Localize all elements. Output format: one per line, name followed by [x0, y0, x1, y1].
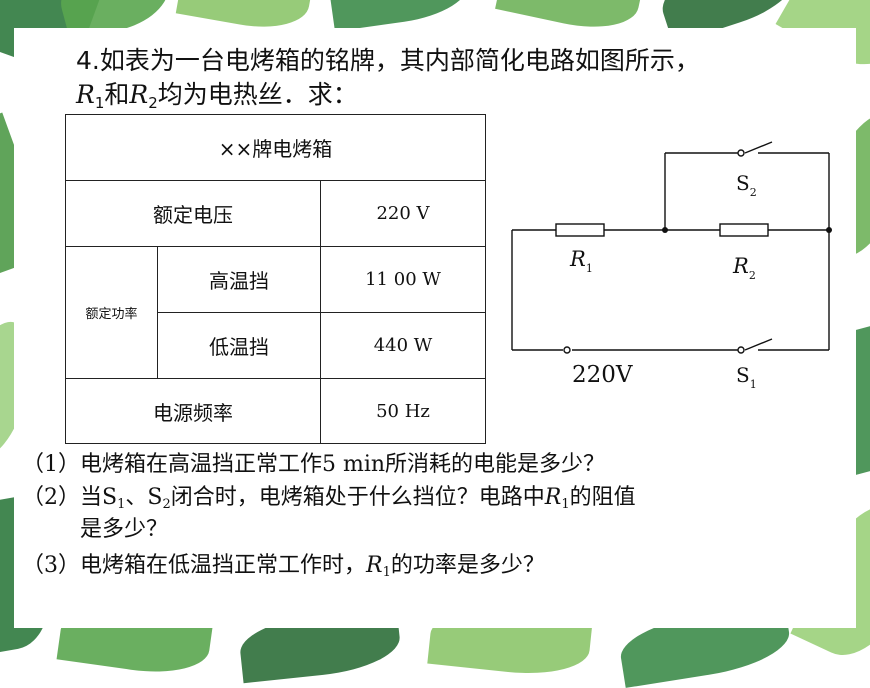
switch-s1-blade	[744, 338, 773, 351]
r1-label: R1	[569, 247, 593, 275]
high-gear-label: 高温挡	[157, 246, 321, 313]
frequency-value: 50 Hz	[320, 378, 486, 444]
low-gear-label: 低温挡	[157, 312, 321, 379]
question-3: （3）电烤箱在低温挡正常工作时，R1的功率是多少？	[22, 551, 545, 588]
low-gear-value: 440 W	[320, 312, 486, 379]
q3-r-symbol: R	[366, 553, 383, 578]
high-gear-value: 11 00 W	[320, 246, 486, 313]
junction-dot	[662, 227, 668, 233]
title-line-1: 4.如表为一台电烤箱的铭牌，其内部简化电路如图所示，	[76, 46, 700, 75]
r2-label: R2	[732, 254, 756, 282]
q2-text-d: 的阻值	[569, 485, 636, 510]
title-tail: 均为电热丝．求：	[157, 80, 358, 109]
q3-r-sub: 1	[382, 565, 391, 580]
r2-subscript: 2	[148, 94, 158, 112]
q2-sub-2: 2	[162, 497, 171, 512]
q3-text-a: （3）电烤箱在低温挡正常工作时，	[22, 553, 366, 578]
s2-label: S2	[736, 171, 757, 199]
q2-sub-1: 1	[117, 497, 126, 512]
rated-power-label: 额定功率	[65, 246, 158, 379]
q2-r-sub: 1	[561, 497, 570, 512]
question-2-line-2: 是多少？	[80, 517, 169, 542]
question-2: （2）当S1、S2闭合时，电烤箱处于什么挡位？电路中R1的阻值	[22, 483, 636, 520]
switch-s2-contact	[737, 149, 745, 157]
resistor-r2	[719, 223, 769, 237]
source-terminal	[563, 346, 571, 354]
title-line-2: R1和R2均为电热丝．求：	[76, 78, 816, 120]
nameplate-header: ××牌电烤箱	[65, 114, 486, 181]
q2-r-symbol: R	[544, 485, 562, 510]
r1-subscript: 1	[94, 94, 105, 112]
r1-symbol: R	[76, 80, 95, 109]
q2-text-c: 闭合时，电烤箱处于什么挡位？电路中	[170, 485, 545, 510]
switch-s1-contact	[737, 346, 745, 354]
circuit-diagram: S2 R1 R2 220V S1	[511, 141, 832, 391]
q2-text-a: （2）当S	[22, 485, 118, 510]
q2-text-b: 、S	[125, 485, 163, 510]
frequency-label: 电源频率	[65, 378, 321, 444]
s1-label: S1	[736, 363, 757, 391]
r2-symbol: R	[129, 80, 149, 109]
switch-s2-blade	[744, 141, 773, 154]
and-text: 和	[104, 80, 130, 109]
nameplate-table: ××牌电烤箱 额定电压 220 V 额定功率 高温挡 11 00 W 低温挡 4…	[65, 114, 486, 444]
resistor-r1	[555, 223, 605, 237]
junction-dot	[826, 227, 832, 233]
leaf-decoration	[326, 0, 474, 32]
q3-text-b: 的功率是多少？	[390, 553, 545, 578]
source-voltage-label: 220V	[572, 362, 633, 388]
rated-voltage-value: 220 V	[320, 180, 486, 247]
rated-voltage-label: 额定电压	[65, 180, 321, 247]
question-1: （1）电烤箱在高温挡正常工作5 min所消耗的电能是多少？	[22, 452, 606, 477]
problem-title: 4.如表为一台电烤箱的铭牌，其内部简化电路如图所示， R1和R2均为电热丝．求：	[76, 44, 816, 120]
